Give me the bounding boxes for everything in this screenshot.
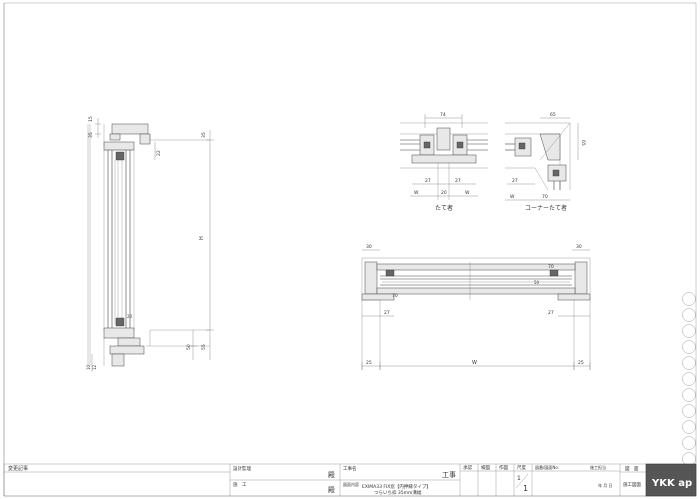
tb-logo: YKK ap	[651, 478, 692, 489]
tb-col-drawn: 作図	[499, 464, 508, 471]
dim-side-50: 50	[186, 344, 192, 350]
dim-sec2-27: 27	[512, 178, 518, 184]
dim-side-35: 35	[88, 132, 94, 138]
dim-sec2-W: W	[510, 194, 515, 200]
tb-revision: 変更記事	[8, 465, 28, 472]
tb-col-checked: 検図	[481, 464, 490, 471]
dim-sec1-74: 74	[440, 112, 446, 118]
tb-drawing-no-label: 図番/図面No.	[535, 464, 559, 470]
corner-mullion-section: 65 65 27 W 70 コーナーたて者	[505, 112, 586, 212]
caption-corner-mullion: コーナーたて者	[525, 205, 567, 212]
dim-plan-27a: 27	[384, 310, 390, 316]
tb-scale-label: 尺度	[517, 464, 526, 471]
tb-honorific2: 殿	[328, 486, 335, 494]
dim-side-15: 15	[88, 116, 94, 122]
dim-plan-50: 50	[534, 280, 540, 285]
side-section	[87, 123, 210, 367]
tb-col-approved: 承認	[463, 464, 472, 471]
dim-side-55: 55	[201, 344, 207, 350]
dim-sec1-27a: 27	[425, 178, 431, 184]
dim-side-22: 22	[156, 150, 162, 156]
dim-side-10: 10	[86, 364, 91, 370]
tb-product-line1: EXIMA33 FIX窓【内押縁タイプ】	[362, 483, 431, 490]
dim-sec2-65top: 65	[550, 112, 556, 118]
dim-side-12: 12	[92, 364, 97, 370]
dim-sec1-27b: 27	[455, 178, 461, 184]
tb-construction: 施 工	[233, 481, 247, 488]
plan-section: 30 30 70 70 50 27 27 25 W 25	[361, 244, 591, 370]
tb-scale-value2: 1	[523, 484, 528, 493]
dim-plan-27b: 27	[548, 310, 554, 316]
dim-plan-70a: 70	[392, 293, 398, 299]
dim-sec1-20: 20	[441, 190, 447, 196]
tb-drawing-name-label: 図面内容	[343, 481, 359, 487]
tb-honorific1: 殿	[328, 471, 335, 479]
dim-sec2-70: 70	[542, 194, 548, 200]
dim-side-H: H	[199, 236, 205, 240]
tb-scale-value: 1	[517, 475, 521, 482]
tb-date-label: 年 月 日	[598, 482, 613, 488]
tb-project-name-label: 工事名	[343, 465, 357, 472]
dim-plan-30a: 30	[366, 244, 372, 250]
tb-construction-drawing: 施工図面	[623, 481, 641, 488]
tb-design-supervision: 設計監理	[233, 465, 251, 472]
dim-plan-W: W	[472, 360, 477, 366]
title-block: 変更記事 設計監理 施 工 殿 殿 工事名 工事 図面内容 EXIMA33 FI…	[3, 463, 697, 497]
tb-product-line2: つらいち枠 35mm溝幅	[374, 489, 422, 496]
tb-submission: 図 面	[625, 466, 639, 472]
dim-plan-25a: 25	[366, 360, 372, 366]
dim-plan-30b: 30	[576, 244, 582, 250]
revision-circles	[682, 292, 696, 466]
mullion-section: 74 27 27 20 W W たて者	[400, 112, 488, 212]
tb-project-suffix: 工事	[442, 470, 456, 479]
dim-side-right-35: 35	[201, 132, 207, 138]
dim-plan-25b: 25	[578, 360, 584, 366]
dim-plan-70b: 70	[548, 264, 554, 270]
caption-mullion: たて者	[435, 205, 453, 212]
dim-sec1-W2: W	[465, 190, 470, 196]
side-dimensions: 15 35 22 35 H 50 55 10 12 20	[86, 116, 214, 372]
dim-side-20: 20	[127, 314, 133, 319]
dim-sec1-W1: W	[414, 190, 419, 196]
tb-company-label: 施工担当	[590, 464, 606, 470]
dim-sec2-65side: 65	[580, 140, 586, 146]
